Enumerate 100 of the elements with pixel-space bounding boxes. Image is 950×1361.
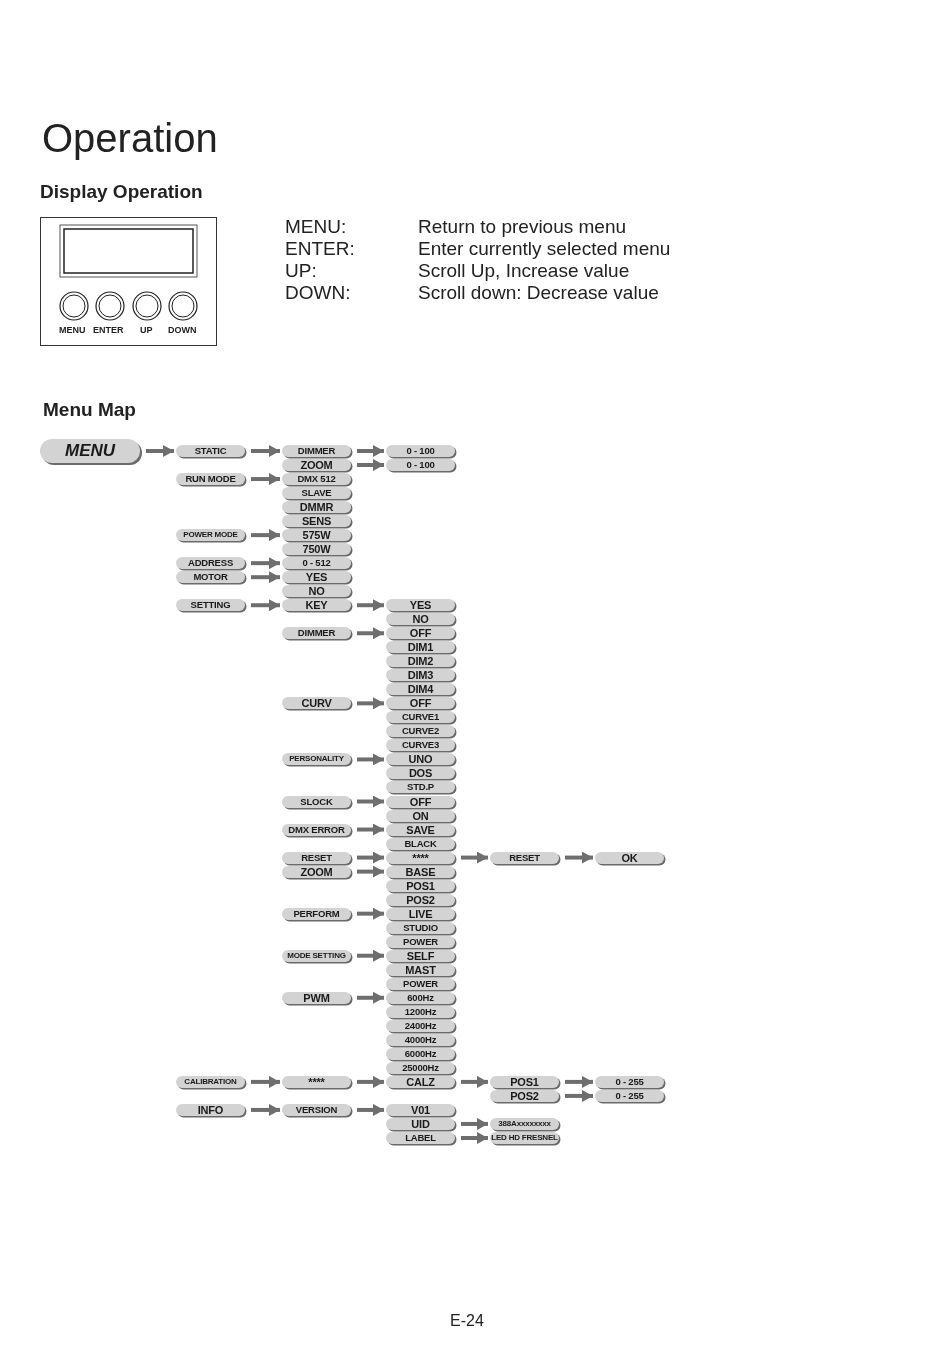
key-description: Enter currently selected menu xyxy=(418,237,671,261)
menu-item: NO xyxy=(386,613,455,626)
menu-item: 6000Hz xyxy=(386,1047,455,1060)
key-name: DOWN: xyxy=(285,281,351,305)
menu-item: ZOOM xyxy=(282,459,351,471)
arrow xyxy=(461,1132,488,1144)
menu-item: YES xyxy=(386,599,455,612)
menu-item: SLAVE xyxy=(282,487,351,500)
menu-item: DIM2 xyxy=(386,655,455,668)
menu-item: DOS xyxy=(386,767,455,780)
menu-item: 0 - 100 xyxy=(386,459,455,471)
menu-item: CURVE1 xyxy=(386,711,455,724)
menu-item: 0 - 255 xyxy=(595,1075,664,1088)
arrow xyxy=(251,529,280,542)
menu-item: 388Axxxxxxxx xyxy=(490,1117,559,1130)
menu-item: DMMR xyxy=(282,501,351,514)
arrow xyxy=(357,599,384,612)
menu-item: 2400Hz xyxy=(386,1019,455,1032)
menu-item: V01 xyxy=(386,1103,455,1116)
arrow xyxy=(461,1117,488,1130)
arrow xyxy=(357,823,384,836)
menu-item: VERSION xyxy=(282,1103,351,1116)
arrow xyxy=(251,1103,280,1116)
arrow xyxy=(357,865,384,878)
arrow xyxy=(357,851,384,864)
key-name: ENTER: xyxy=(285,237,355,261)
arrow xyxy=(565,1089,593,1102)
key-description: Scroll down: Decrease value xyxy=(418,281,659,305)
menu-item: OK xyxy=(595,851,664,864)
menu-item: 0 - 255 xyxy=(595,1089,664,1102)
menu-item: LIVE xyxy=(386,907,455,920)
menu-item: POS2 xyxy=(490,1089,559,1102)
menu-item: 0 - 100 xyxy=(386,445,455,457)
menu-item: 4000Hz xyxy=(386,1033,455,1046)
menu-item: SELF xyxy=(386,949,455,962)
menu-item: 0 - 512 xyxy=(282,557,351,570)
menu-item: PWM xyxy=(282,991,351,1004)
menu-item: POS2 xyxy=(386,893,455,906)
menu-item: SAVE xyxy=(386,823,455,836)
menu-item: MAST xyxy=(386,963,455,976)
arrow xyxy=(357,949,384,962)
arrow xyxy=(357,697,384,710)
menu-item: **** xyxy=(386,851,455,864)
arrow xyxy=(357,907,384,920)
menu-item: POWER MODE xyxy=(176,529,245,542)
menu-item: ZOOM xyxy=(282,865,351,878)
menu-item: DMX 512 xyxy=(282,473,351,486)
menu-item: OFF xyxy=(386,795,455,808)
button-label: ENTER xyxy=(93,325,124,337)
menu-item: STUDIO xyxy=(386,921,455,934)
arrow xyxy=(357,459,384,471)
button-label: UP xyxy=(140,325,153,337)
arrow xyxy=(357,1075,384,1088)
menu-item: DIMMER xyxy=(282,627,351,640)
menu-item: BASE xyxy=(386,865,455,878)
arrow xyxy=(357,627,384,640)
section-heading: Display Operation xyxy=(40,180,203,204)
arrow xyxy=(251,557,280,570)
menu-item: POWER xyxy=(386,935,455,948)
arrow xyxy=(461,851,488,864)
menu-item: CURVE2 xyxy=(386,725,455,738)
menu-item: RESET xyxy=(282,851,351,864)
menu-item: OFF xyxy=(386,627,455,640)
menu-item: DIM4 xyxy=(386,683,455,696)
key-description: Return to previous menu xyxy=(418,215,627,239)
arrow xyxy=(357,753,384,766)
menu-item: POS1 xyxy=(490,1075,559,1088)
button-label: MENU xyxy=(59,325,86,337)
menu-item: ADDRESS xyxy=(176,557,245,570)
arrow xyxy=(146,445,174,457)
menu-item: MODE SETTING xyxy=(282,949,351,962)
menu-item: POWER xyxy=(386,977,455,990)
arrow xyxy=(565,851,593,864)
arrow xyxy=(565,1075,593,1088)
menu-button: MENU xyxy=(40,439,140,463)
key-name: UP: xyxy=(285,259,317,283)
menu-item: UID xyxy=(386,1117,455,1130)
arrow xyxy=(357,1103,384,1116)
arrow xyxy=(357,991,384,1004)
menu-item: CALZ xyxy=(386,1075,455,1088)
menu-item: SENS xyxy=(282,515,351,528)
menu-item: KEY xyxy=(282,599,351,612)
menu-item: DIM3 xyxy=(386,669,455,682)
menu-item: MOTOR xyxy=(176,571,245,584)
menu-item: INFO xyxy=(176,1103,245,1116)
section-heading: Menu Map xyxy=(43,398,136,422)
button-label: DOWN xyxy=(168,325,197,337)
menu-item: DMX ERROR xyxy=(282,823,351,836)
menu-item: POS1 xyxy=(386,879,455,892)
page-number: E-24 xyxy=(450,1311,484,1331)
menu-item: CURV xyxy=(282,697,351,710)
menu-item: STATIC xyxy=(176,445,245,457)
menu-item: DIM1 xyxy=(386,641,455,654)
menu-item: OFF xyxy=(386,697,455,710)
arrow xyxy=(251,473,280,486)
key-description: Scroll Up, Increase value xyxy=(418,259,630,283)
menu-item: 750W xyxy=(282,543,351,556)
arrow xyxy=(357,795,384,808)
arrow xyxy=(251,599,280,612)
menu-item: 1200Hz xyxy=(386,1005,455,1018)
